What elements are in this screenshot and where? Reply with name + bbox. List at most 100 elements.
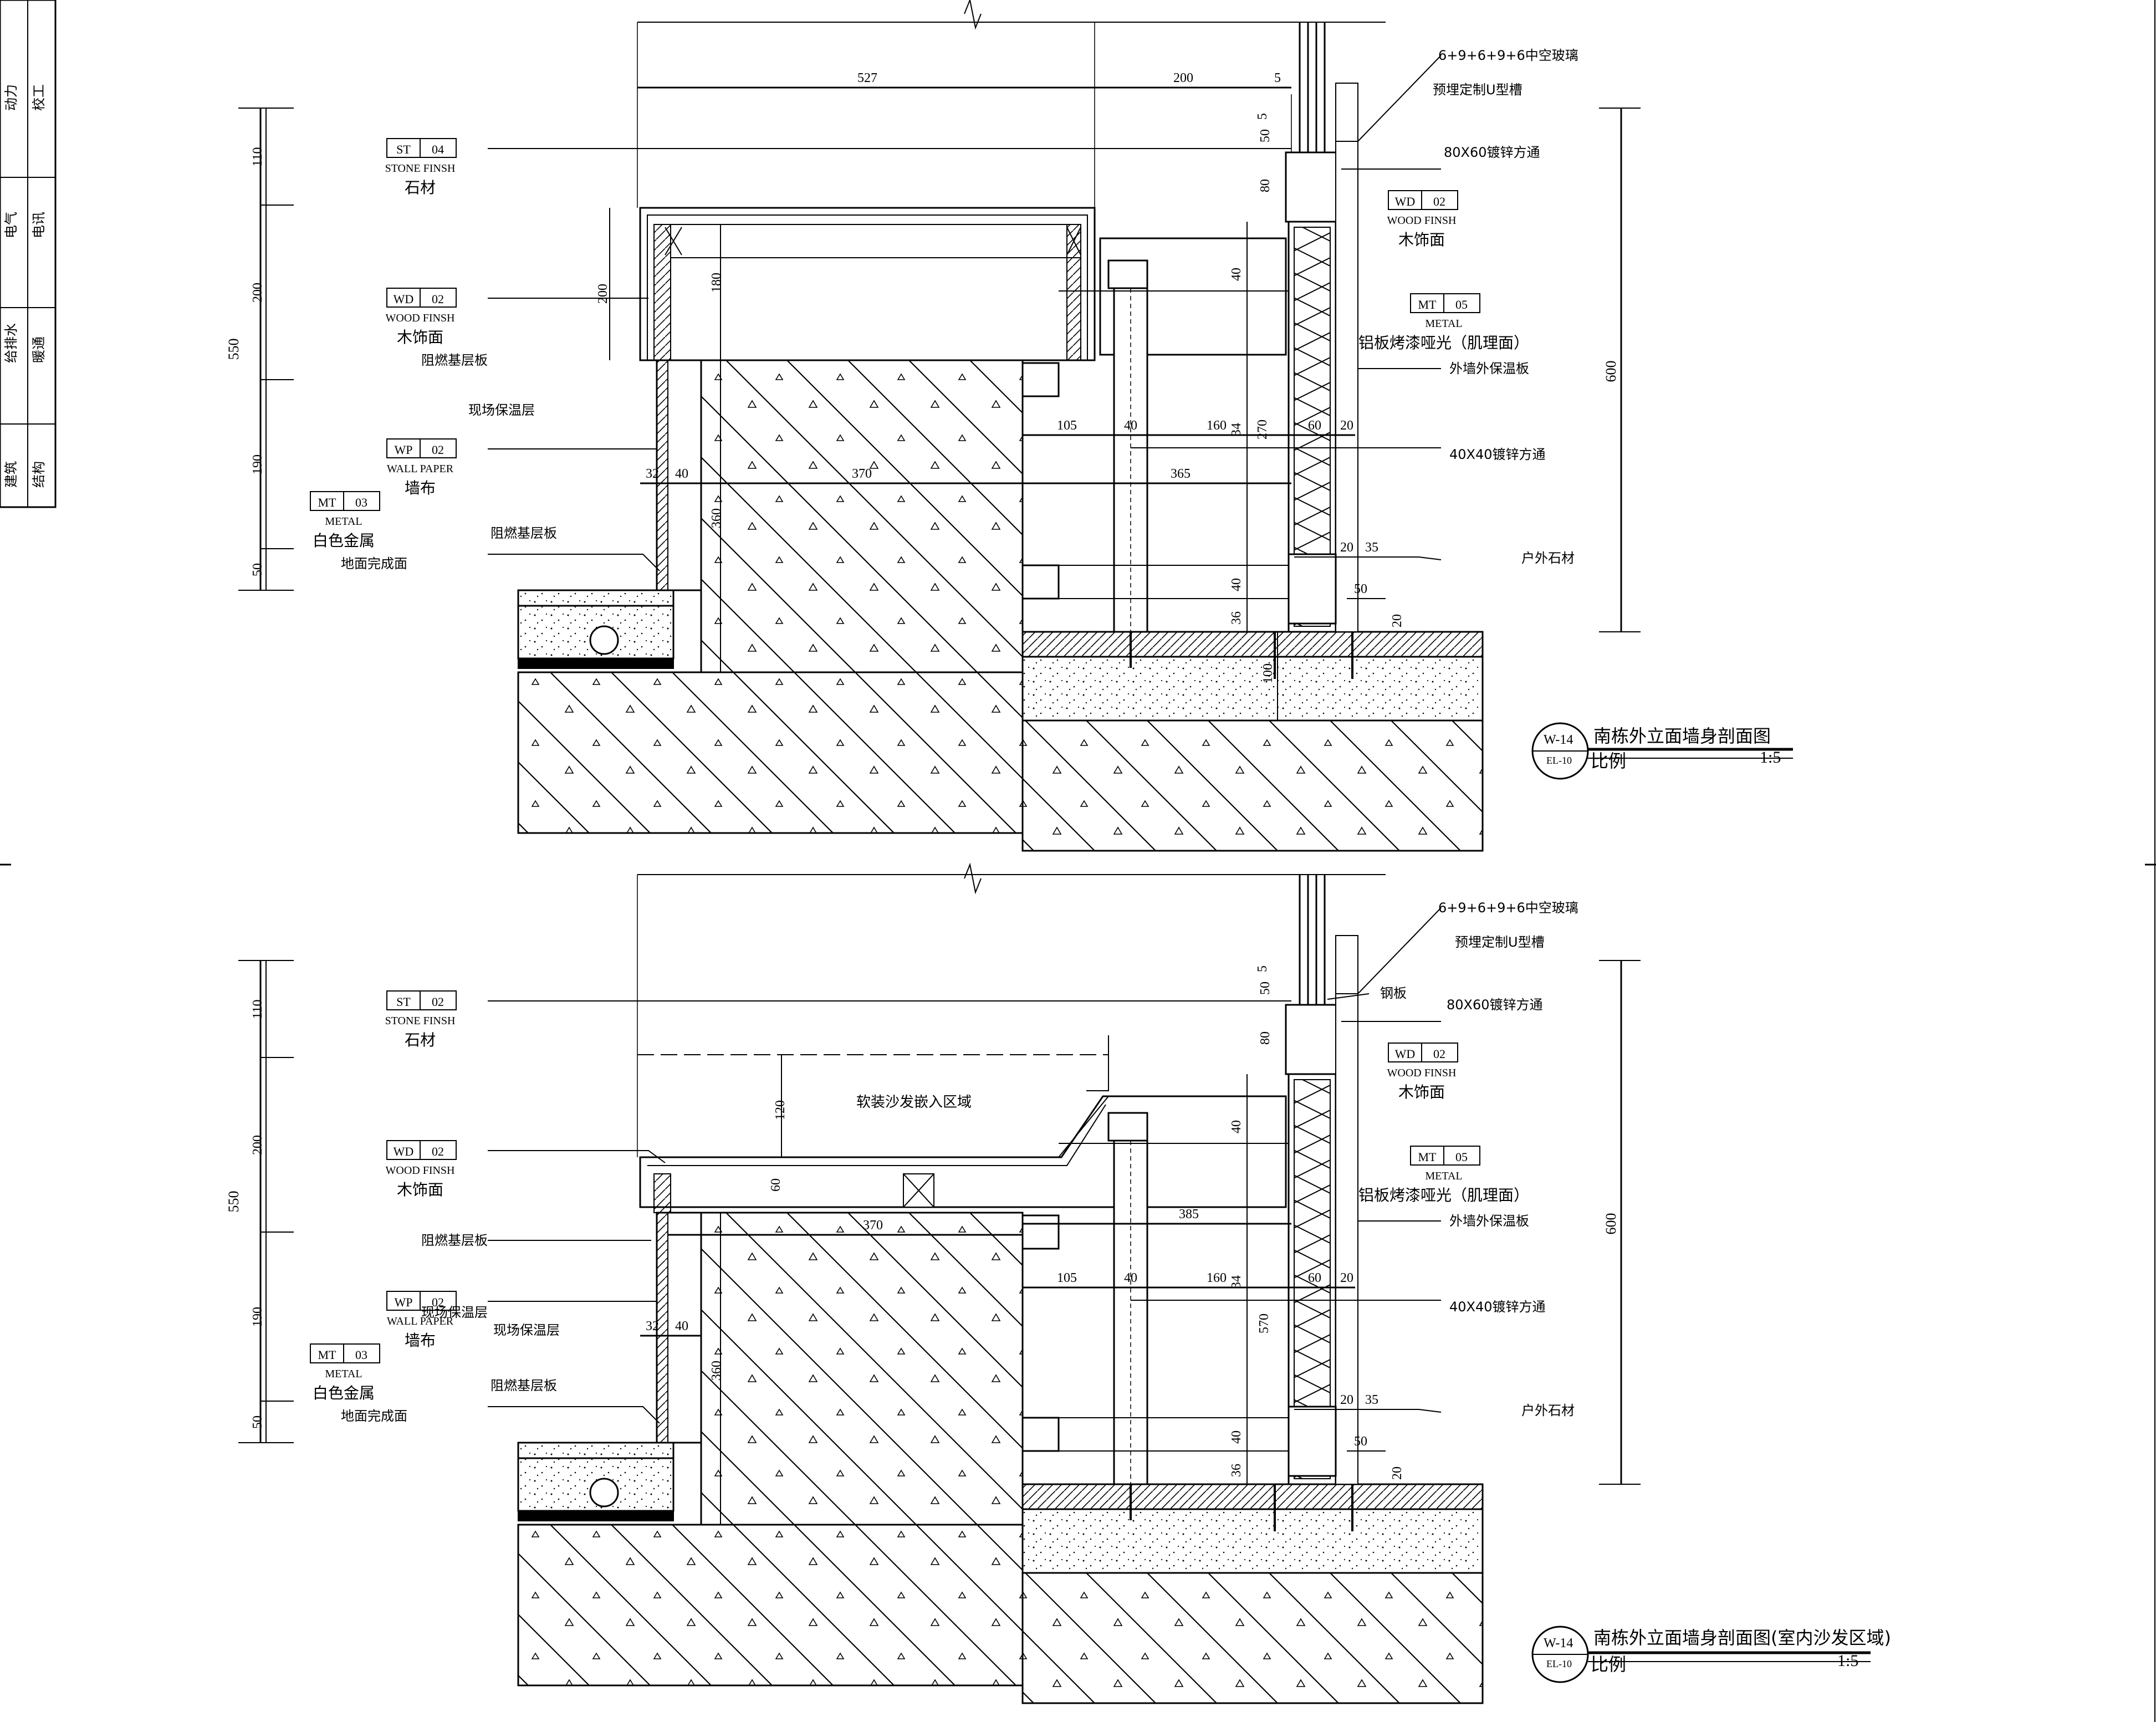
tag-number: 02: [432, 995, 444, 1009]
dim-vertical: 36: [1229, 611, 1244, 625]
material-tag: [1388, 190, 1458, 210]
dim-vertical: 40: [1229, 268, 1244, 281]
material-tag: [1410, 293, 1480, 313]
dim-horizontal: 40: [1124, 418, 1137, 433]
tag-number: 02: [432, 292, 444, 306]
top-title-badge: [1531, 722, 1793, 780]
tag-code: WD: [1395, 195, 1416, 208]
tag-code: WD: [394, 1144, 414, 1158]
note-right: 80X60镀锌方通: [1444, 145, 1540, 160]
note-right: 钢板: [1380, 985, 1407, 1001]
dim-vertical: 40: [1229, 1430, 1244, 1444]
title-block-strip: [0, 0, 57, 508]
discipline-labels: 动力校工电气电讯给排水暖通建筑结构: [3, 84, 47, 488]
tag-code: ST: [396, 142, 411, 156]
material-tag: [1388, 1043, 1458, 1062]
dim-horizontal: 385: [1179, 1207, 1199, 1222]
material-tag: [1410, 1146, 1480, 1166]
dim-vertical: 20: [1390, 614, 1404, 627]
note-right: 外墙外保温板: [1449, 361, 1529, 376]
tag-chinese: 铝板烤漆哑光（肌理面）: [1358, 334, 1529, 352]
dim-horizontal: 50: [1354, 582, 1367, 596]
note-left: 现场保温层: [493, 1322, 560, 1338]
tag-english: WALL PAPER: [387, 1315, 454, 1327]
note-left: 阻燃基层板: [491, 525, 557, 541]
dim-vertical: 50: [1258, 982, 1273, 995]
bottom-section-detail: [238, 874, 1641, 1704]
material-tag: [386, 138, 457, 158]
tag-chinese: 白色金属: [313, 532, 375, 550]
discipline-label: 暖通: [31, 336, 47, 363]
note-right: 外墙外保温板: [1449, 1213, 1529, 1229]
tag-english: STONE FINSH: [385, 1015, 456, 1027]
discipline-label: 校工: [31, 84, 47, 111]
dim-vertical: 34: [1229, 423, 1244, 436]
dim-horizontal: 20: [1340, 540, 1353, 555]
dim-row: 200: [251, 283, 265, 303]
note-right: 80X60镀锌方通: [1447, 997, 1543, 1013]
dim-horizontal: 40: [675, 467, 688, 481]
tag-english: METAL: [325, 515, 362, 528]
dim-vertical: 100: [1261, 663, 1275, 683]
dim-horizontal: 370: [852, 467, 872, 481]
dim-row: 110: [251, 147, 265, 166]
tag-english: WOOD FINSH: [386, 312, 455, 324]
material-tag: [310, 491, 380, 511]
dim-horizontal: 5: [1274, 71, 1281, 85]
dim-vertical: 570: [1257, 1314, 1271, 1333]
note-right: 40X40镀锌方通: [1449, 447, 1546, 462]
dim-row: 110: [251, 999, 265, 1019]
note-right: 6+9+6+9+6中空玻璃: [1438, 48, 1578, 63]
dim-row: 200: [251, 1135, 265, 1155]
dim-row: 50: [251, 1416, 265, 1429]
dim-overall: 600: [1603, 361, 1619, 382]
dim-vertical: 360: [709, 508, 724, 528]
tag-english: WALL PAPER: [387, 463, 454, 475]
tag-number: 03: [355, 495, 367, 509]
discipline-label: 动力: [3, 84, 19, 111]
material-tag: [310, 1343, 380, 1363]
dim-vertical: 120: [773, 1100, 788, 1120]
dim-horizontal: 35: [1365, 1393, 1378, 1407]
note-right: 6+9+6+9+6中空玻璃: [1438, 900, 1578, 916]
tag-code: WD: [394, 292, 414, 306]
tag-code: ST: [396, 995, 411, 1009]
tag-number: 02: [432, 1295, 444, 1309]
tag-chinese: 木饰面: [397, 1181, 443, 1199]
dim-row: 190: [251, 454, 265, 474]
dim-horizontal: 40: [675, 1319, 688, 1333]
dim-vertical: 360: [709, 1361, 724, 1381]
tag-number: 05: [1455, 298, 1468, 311]
discipline-label: 给排水: [3, 323, 19, 363]
tag-number: 05: [1455, 1150, 1468, 1164]
dim-vertical: 80: [1258, 1031, 1273, 1045]
tag-number: 02: [432, 1144, 444, 1158]
tag-english: WOOD FINSH: [1387, 1067, 1457, 1079]
tag-chinese: 石材: [405, 178, 436, 197]
dim-vertical: 20: [1390, 1466, 1404, 1480]
dim-vertical: 180: [709, 273, 724, 293]
dim-horizontal: 527: [857, 71, 877, 85]
tag-chinese: 木饰面: [1398, 231, 1445, 249]
tag-english: WOOD FINSH: [386, 1164, 455, 1177]
dim-horizontal: 60: [1308, 418, 1321, 433]
note-left: 阻燃基层板: [421, 352, 488, 368]
tag-code: MT: [318, 495, 337, 509]
tag-number: 02: [1433, 195, 1445, 208]
note-left: 阻燃基层板: [491, 1378, 557, 1393]
note-left: 地面完成面: [341, 1408, 407, 1424]
tag-english: METAL: [1425, 318, 1462, 330]
material-tag: [386, 438, 457, 458]
dim-horizontal: 35: [1365, 540, 1378, 555]
dim-horizontal: 60: [1308, 1271, 1321, 1285]
dim-vertical: 5: [1255, 113, 1270, 120]
tag-chinese: 木饰面: [397, 328, 443, 346]
tag-chinese: 墙布: [405, 479, 436, 497]
dim-horizontal: 32: [646, 1319, 659, 1333]
note-right: 预埋定制U型槽: [1433, 82, 1523, 98]
bottom-title-badge: [1531, 1626, 1871, 1683]
tag-code: MT: [1418, 298, 1437, 311]
dim-horizontal: 50: [1354, 1434, 1367, 1449]
